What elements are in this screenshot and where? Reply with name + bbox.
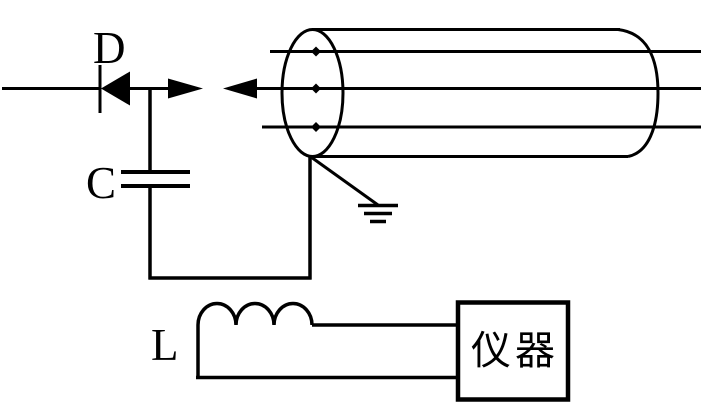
shield-cylinder	[280, 28, 660, 158]
cylinder-end-cap	[280, 28, 345, 158]
left-arrow-icon	[223, 78, 257, 99]
junction-dot-icon	[311, 46, 321, 57]
right-arrow-icon	[168, 78, 203, 99]
diode-triangle-icon	[101, 71, 130, 106]
junction-dot-icon	[311, 83, 321, 94]
coil-humps-icon	[196, 301, 314, 326]
inductor	[196, 301, 460, 380]
junction-dot-icon	[311, 122, 321, 132]
diode	[2, 65, 173, 113]
capacitor-label: C	[86, 158, 116, 208]
ground-lead	[310, 155, 379, 207]
earth-ground	[310, 155, 398, 224]
needle-gap	[168, 78, 257, 99]
diode-label: D	[93, 23, 126, 73]
cylinder-right-arc	[617, 28, 660, 158]
instrument-box	[455, 300, 571, 402]
internal-wires	[255, 46, 701, 132]
capacitor	[121, 88, 190, 280]
inductor-label: L	[151, 320, 179, 370]
instrument-label: 仪器	[471, 328, 559, 373]
